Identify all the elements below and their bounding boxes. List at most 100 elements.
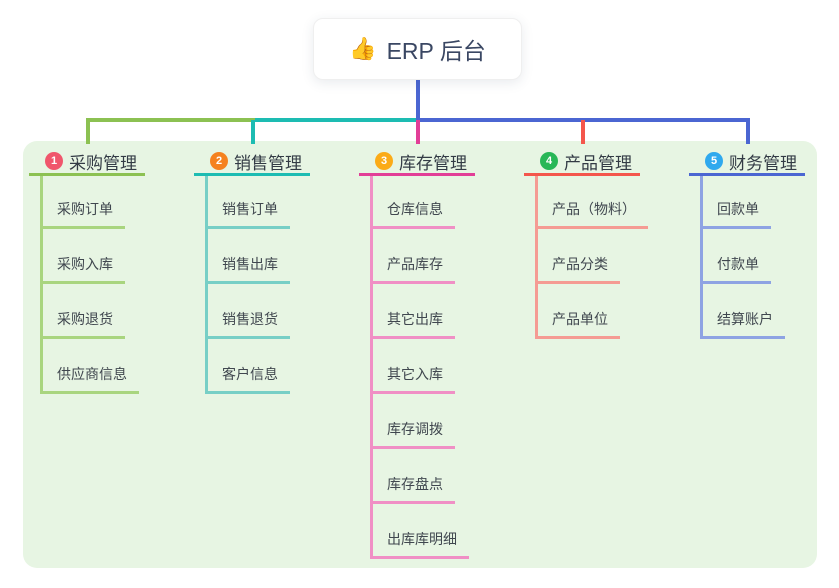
item-row: 供应商信息 <box>40 339 200 394</box>
branch-trunk-line <box>40 176 43 394</box>
thumbs-up-icon: 👍 <box>349 36 377 61</box>
item-label: 产品库存 <box>387 256 443 272</box>
mindmap-item-node[interactable]: 产品（物料） <box>535 199 648 229</box>
item-label: 供应商信息 <box>57 366 127 382</box>
branch-trunk-line <box>535 176 538 339</box>
item-row: 回款单 <box>700 174 839 229</box>
root-connector-line <box>416 80 420 122</box>
item-row: 销售退货 <box>205 284 365 339</box>
item-label: 采购退货 <box>57 311 113 327</box>
branch-trunk-line <box>205 176 208 394</box>
bus-line-left <box>86 118 255 122</box>
item-label: 产品单位 <box>552 311 608 327</box>
mindmap-item-node[interactable]: 其它出库 <box>370 309 455 339</box>
item-label: 销售订单 <box>222 201 278 217</box>
item-row: 结算账户 <box>700 284 839 339</box>
mindmap-item-node[interactable]: 采购入库 <box>40 254 125 284</box>
branch-underline <box>194 173 310 176</box>
branch-header[interactable]: 4 产品管理 <box>540 149 632 173</box>
branch-underline <box>359 173 475 176</box>
branch-number-badge: 5 <box>705 152 723 170</box>
item-label: 出库库明细 <box>387 531 457 547</box>
item-label: 客户信息 <box>222 366 278 382</box>
branch-drop-line <box>416 120 420 144</box>
branches-panel <box>23 141 817 568</box>
item-label: 销售退货 <box>222 311 278 327</box>
item-label: 销售出库 <box>222 256 278 272</box>
mindmap-item-node[interactable]: 付款单 <box>700 254 771 284</box>
bus-line-mid <box>255 118 416 122</box>
mindmap-item-node[interactable]: 采购退货 <box>40 309 125 339</box>
item-label: 仓库信息 <box>387 201 443 217</box>
item-label: 其它出库 <box>387 311 443 327</box>
item-row: 产品单位 <box>535 284 695 339</box>
item-row: 其它出库 <box>370 284 530 339</box>
branch-drop-line <box>251 120 255 144</box>
item-label: 库存盘点 <box>387 476 443 492</box>
item-row: 采购退货 <box>40 284 200 339</box>
item-label: 其它入库 <box>387 366 443 382</box>
branch-title: 产品管理 <box>564 153 632 173</box>
branch-number-badge: 3 <box>375 152 393 170</box>
mindmap-item-node[interactable]: 其它入库 <box>370 364 455 394</box>
branch-number-badge: 1 <box>45 152 63 170</box>
branch-header[interactable]: 1 采购管理 <box>45 149 137 173</box>
item-row: 产品分类 <box>535 229 695 284</box>
root-node-erp[interactable]: 👍 ERP 后台 <box>313 18 522 80</box>
item-row: 采购入库 <box>40 229 200 284</box>
item-row: 客户信息 <box>205 339 365 394</box>
branch-drop-line <box>86 120 90 144</box>
branch-underline <box>29 173 145 176</box>
mindmap-item-node[interactable]: 客户信息 <box>205 364 290 394</box>
mindmap-item-node[interactable]: 产品库存 <box>370 254 455 284</box>
branch-header[interactable]: 5 财务管理 <box>705 149 797 173</box>
branch-number-badge: 2 <box>210 152 228 170</box>
branch-title: 库存管理 <box>399 153 467 173</box>
mindmap-item-node[interactable]: 销售出库 <box>205 254 290 284</box>
item-row: 销售出库 <box>205 229 365 284</box>
item-row: 出库库明细 <box>370 504 530 559</box>
mindmap-item-node[interactable]: 出库库明细 <box>370 529 469 559</box>
item-label: 产品（物料） <box>552 201 636 217</box>
item-label: 结算账户 <box>717 311 773 327</box>
branch-title: 财务管理 <box>729 153 797 173</box>
mindmap-item-node[interactable]: 销售退货 <box>205 309 290 339</box>
item-row: 产品库存 <box>370 229 530 284</box>
mindmap-item-node[interactable]: 库存盘点 <box>370 474 455 504</box>
item-row: 库存调拨 <box>370 394 530 449</box>
branch-title: 销售管理 <box>234 153 302 173</box>
mindmap-item-node[interactable]: 库存调拨 <box>370 419 455 449</box>
item-row: 销售订单 <box>205 174 365 229</box>
item-row: 产品（物料） <box>535 174 695 229</box>
branch-trunk-line <box>370 176 373 559</box>
branch-drop-line <box>746 120 750 144</box>
item-label: 采购订单 <box>57 201 113 217</box>
mindmap-item-node[interactable]: 仓库信息 <box>370 199 455 229</box>
item-row: 付款单 <box>700 229 839 284</box>
branch-header[interactable]: 3 库存管理 <box>375 149 467 173</box>
mindmap-item-node[interactable]: 回款单 <box>700 199 771 229</box>
mindmap-item-node[interactable]: 销售订单 <box>205 199 290 229</box>
branch-header[interactable]: 2 销售管理 <box>210 149 302 173</box>
branch-number-badge: 4 <box>540 152 558 170</box>
branch-underline <box>524 173 640 176</box>
mindmap-item-node[interactable]: 采购订单 <box>40 199 125 229</box>
mindmap-item-node[interactable]: 供应商信息 <box>40 364 139 394</box>
mindmap-item-node[interactable]: 结算账户 <box>700 309 785 339</box>
item-row: 采购订单 <box>40 174 200 229</box>
mindmap-item-node[interactable]: 产品分类 <box>535 254 620 284</box>
item-label: 库存调拨 <box>387 421 443 437</box>
mindmap-item-node[interactable]: 产品单位 <box>535 309 620 339</box>
item-row: 仓库信息 <box>370 174 530 229</box>
item-row: 其它入库 <box>370 339 530 394</box>
item-row: 库存盘点 <box>370 449 530 504</box>
item-label: 产品分类 <box>552 256 608 272</box>
item-label: 回款单 <box>717 201 759 217</box>
root-node-label: ERP 后台 <box>386 38 486 64</box>
branch-drop-line <box>581 120 585 144</box>
item-label: 付款单 <box>717 256 759 272</box>
branch-underline <box>689 173 805 176</box>
branch-trunk-line <box>700 176 703 339</box>
branch-title: 采购管理 <box>69 153 137 173</box>
